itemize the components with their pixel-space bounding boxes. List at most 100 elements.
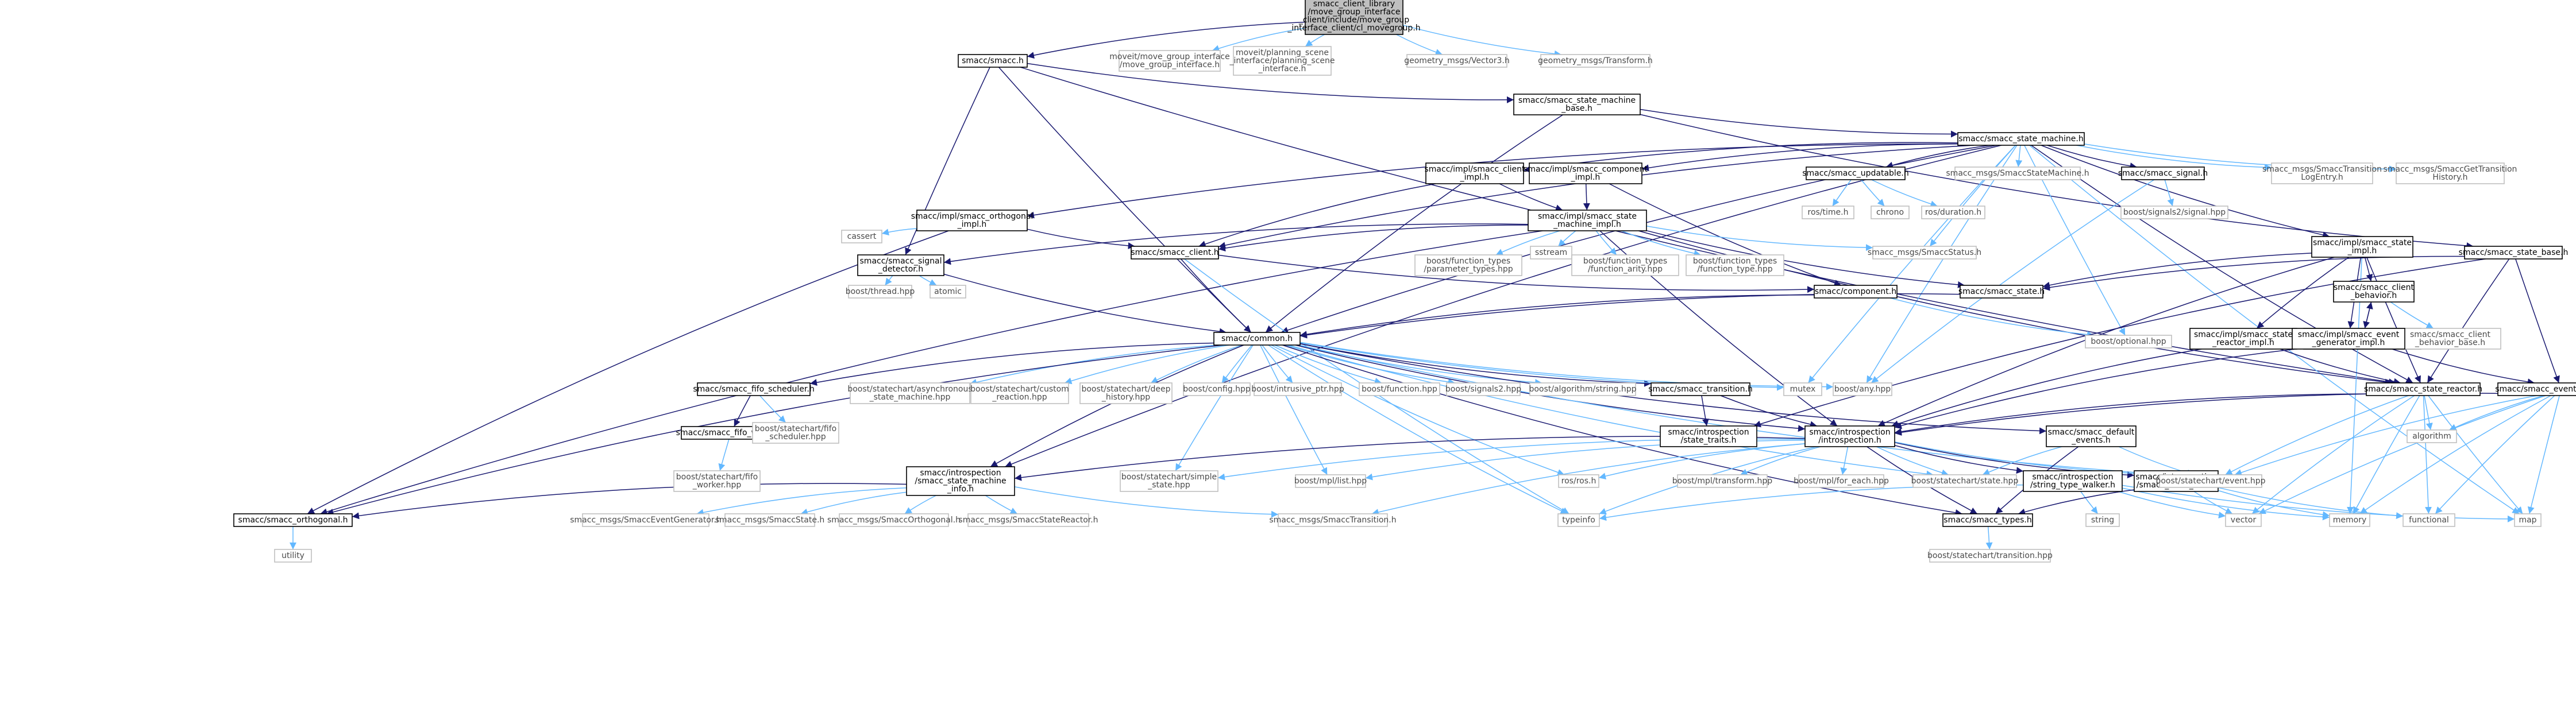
file-node-fifo-scheduler[interactable]: smacc/smacc_fifo_scheduler.h [693,382,815,396]
node-box [967,513,1089,527]
file-node-state-machine[interactable]: smacc/smacc_state_machine.h [1957,132,2085,146]
file-node-smacc-types[interactable]: smacc/smacc_types.h [1942,513,2033,527]
node-label: ros/duration.h [1925,208,1981,217]
file-node-event-generator-impl[interactable]: smacc/impl/smacc_event_generator_impl.h [2292,328,2405,350]
node-label: smacc/smacc_transition.h [1648,385,1753,394]
edge-component-impl-to-component-h [1609,183,1842,286]
edge-state-info-to-memory [2218,490,2330,518]
node-box [2407,429,2457,443]
file-node-component-h[interactable]: smacc/component.h [1814,285,1898,299]
file-node-boost-signal: boost/signals2/signal.hpp [2120,206,2228,219]
edge-state-machine-to-smacc-state-machine-msg [2015,145,2023,168]
file-node-mpl-list: boost/mpl/list.hpp [1294,474,1367,488]
file-node-state-machine-base[interactable]: smacc/smacc_state_machine_base.h [1513,94,1641,115]
edge-state-base-to-state-reactor [2427,258,2510,384]
edge-state-impl-to-introspection [1877,257,2335,427]
node-box [970,382,1069,404]
edge-state-machine-impl-to-sstream [1557,230,1576,247]
edge-state-machine-to-orthogonal-impl [1027,143,1958,219]
node-box [1528,210,1647,231]
file-node-default-events[interactable]: smacc/smacc_default_events.h [2046,425,2137,447]
file-node-msg-orthogonal: smacc_msgs/SmaccOrthogonal.h [827,513,961,527]
dependency-edges [290,21,2560,550]
node-label: smacc/smacc_state_reactor.h [2364,385,2482,394]
node-label: smacc/smacc_state.h [1958,287,2045,296]
node-label: smacc/smacc_client_behavior.h [2334,283,2414,300]
edge-client-impl-to-client-h [1198,183,1436,247]
file-node-client-h[interactable]: smacc/smacc_client.h [1131,246,1219,259]
node-label: boost/any.hpp [1834,385,1891,394]
node-box [1119,50,1221,72]
file-node-signal-h[interactable]: smacc/smacc_signal.h [2118,166,2208,180]
file-node-component-impl[interactable]: smacc/impl/smacc_component_impl.h [1524,162,1648,184]
node-box [1359,382,1440,396]
node-label: mutex [1790,385,1816,394]
node-box [2225,513,2262,527]
node-box [582,513,709,527]
file-node-introspection[interactable]: smacc/introspection/introspection.h [1804,425,1895,447]
file-node-boost-any: boost/any.hpp [1833,382,1892,396]
file-node-client-behavior[interactable]: smacc/smacc_client_behavior.h [2333,281,2415,303]
node-label: smacc/smacc_state_machine.h [1958,134,2083,144]
edge-state-machine-base-to-state-base [1640,114,2474,250]
node-box [2085,335,2172,348]
file-node-smacc-orthogonal[interactable]: smacc/smacc_orthogonal.h [233,513,353,527]
file-node-event-generator[interactable]: smacc/smacc_event_generator.h [2495,382,2576,396]
file-node-algorithm: algorithm [2407,429,2457,443]
edge-introspection-to-msg-transition [1371,443,1806,516]
node-label: boost/statechart/fifo_scheduler.hpp [755,424,836,441]
node-label: smacc_client_library/move_group_interfac… [1287,0,1420,33]
file-node-ft-type: boost/function_types/function_type.hpp [1686,254,1784,276]
node-label: boost/function_types/parameter_types.hpp [1424,257,1513,274]
file-node-signal-detector[interactable]: smacc/smacc_signal_detector.h [857,254,944,276]
file-node-common[interactable]: smacc/common.h [1213,332,1301,346]
file-node-string: string [2085,513,2120,527]
node-box [1406,54,1507,68]
node-label: smacc/smacc_default_events.h [2048,428,2135,445]
node-box [958,54,1028,68]
edge-sm-info-to-msg-transition [1014,486,1279,518]
node-box [1183,382,1251,396]
file-node-transition-h[interactable]: smacc/smacc_transition.h [1648,382,1753,396]
node-box [697,382,811,396]
edge-state-reactor-to-vector [2251,395,2415,514]
node-label: smacc/introspection/smacc_state_machine_… [915,468,1006,494]
node-box [839,513,949,527]
file-node-string-type-walker[interactable]: smacc/introspection/string_type_walker.h [2023,470,2123,492]
file-node-state-base[interactable]: smacc/smacc_state_base.h [2459,246,2569,259]
file-node-updatable[interactable]: smacc/smacc_updatable.h [1802,166,1909,180]
node-box [1954,166,2081,180]
file-node-state-reactor[interactable]: smacc/smacc_state_reactor.h [2364,382,2482,396]
file-node-orthogonal-impl[interactable]: smacc/impl/smacc_orthogonal_impl.h [911,210,1034,231]
file-node-typeinfo: typeinfo [1557,513,1600,527]
edge-event-generator-to-algorithm [2448,395,2544,431]
file-node-smacc-h[interactable]: smacc/smacc.h [958,54,1028,68]
edge-state-machine-impl-to-ft-params [1495,230,1560,255]
file-node-boost-config: boost/config.hpp [1183,382,1251,396]
edge-event-generator-impl-to-event-generator [2392,348,2535,386]
file-node-cassert: cassert [841,230,882,243]
file-node-state-reactor-impl[interactable]: smacc/impl/smacc_state_reactor_impl.h [2189,328,2297,350]
file-node-state-h[interactable]: smacc/smacc_state.h [1958,285,2045,299]
file-node-signals2: boost/signals2.hpp [1445,382,1521,396]
file-node-msg-state-reactor: smacc_msgs/SmaccStateReactor.h [958,513,1098,527]
file-node-sm-info[interactable]: smacc/introspection/smacc_state_machine_… [906,466,1015,496]
file-node-state-impl[interactable]: smacc/impl/smacc_state_impl.h [2311,236,2413,258]
edge-state-reactor-to-map [2428,395,2523,514]
file-node-state-machine-impl[interactable]: smacc/impl/smacc_state_machine_impl.h [1528,210,1647,231]
edge-introspection-to-mpl-for-each [1840,446,1849,475]
file-node-client-impl[interactable]: smacc/impl/smacc_client_impl.h [1425,162,1526,184]
edge-component-h-to-common [1299,294,1815,338]
file-node-state-traits[interactable]: smacc/introspection/state_traits.h [1660,425,1757,447]
edge-state-machine-to-signal-h [2047,145,2137,169]
edge-sm-info-to-msg-state-reactor [985,495,1018,514]
edge-common-to-statechart-state [1288,344,1934,478]
node-label: smacc/impl/smacc_state_reactor_impl.h [2194,330,2293,347]
edge-event-generator-to-memory [2359,395,2551,514]
node-box [2464,246,2563,259]
edge-state-machine-impl-to-smacc-status [1646,226,1873,251]
node-box [1942,513,2033,527]
